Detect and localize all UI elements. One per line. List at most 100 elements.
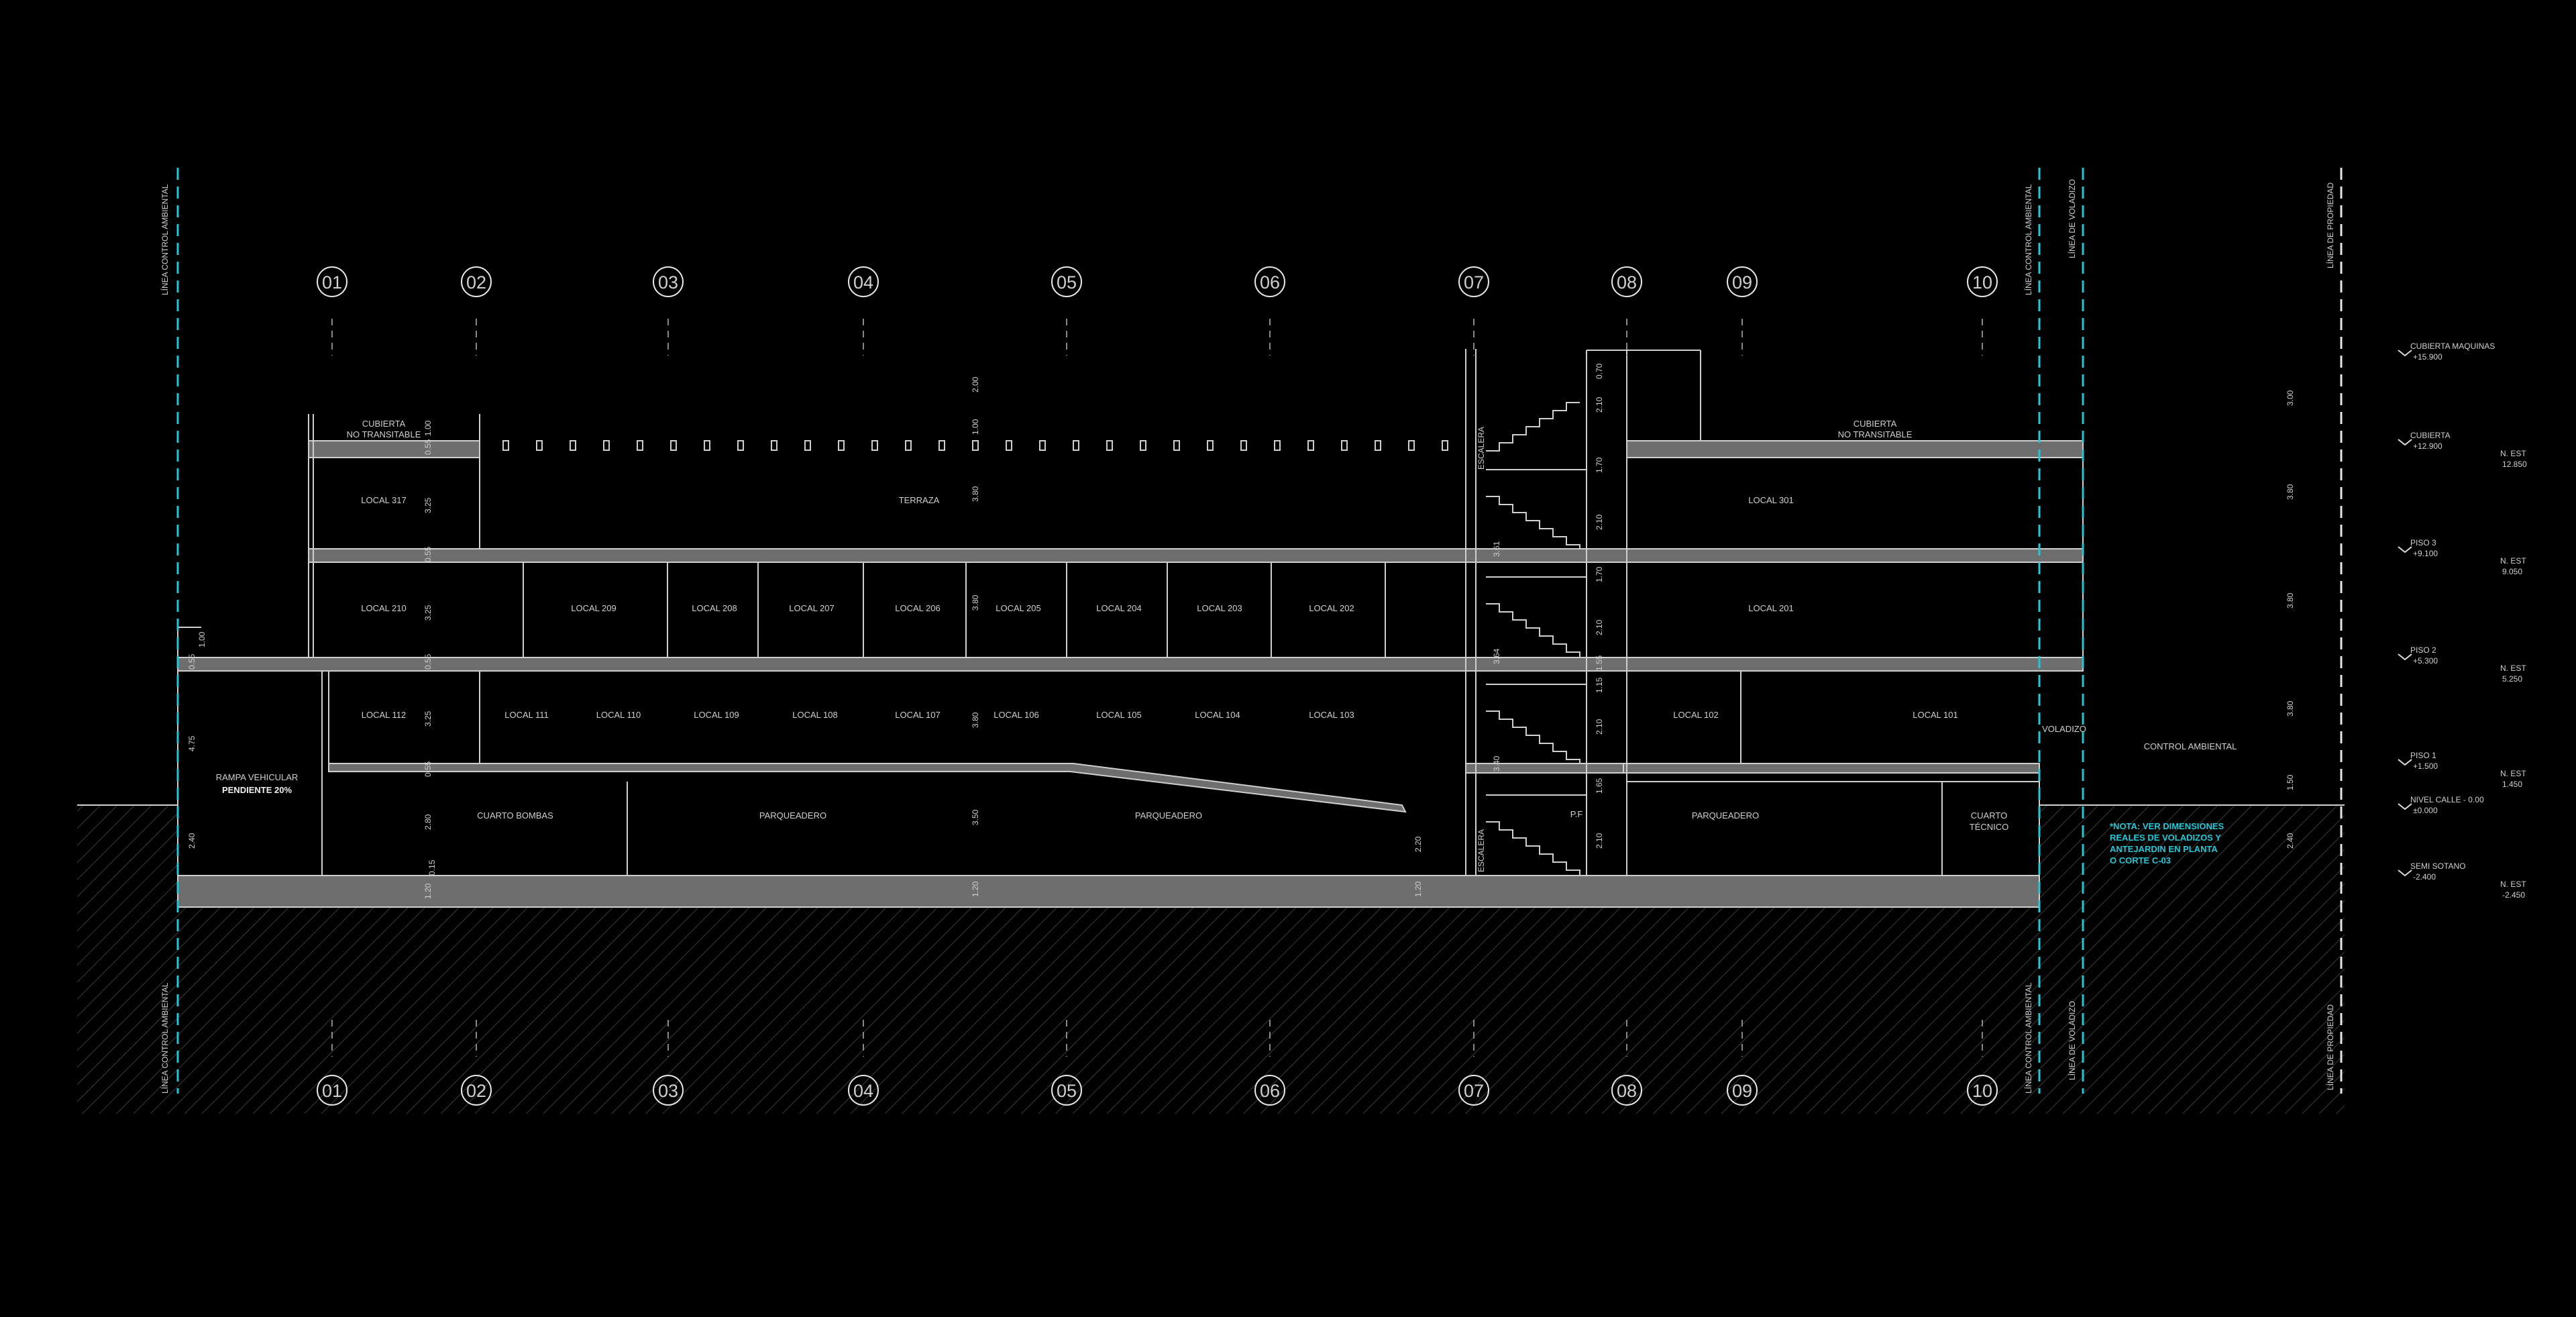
dim-label: 0.55 [423,546,433,562]
dim-label: 1.00 [197,631,207,647]
parapet-posts [502,440,1448,451]
dim-label: 3.80 [2286,484,2295,500]
dim-label: 0.55 [423,653,433,670]
room-cubierta-right-2: NO TRANSITABLE [1838,429,1913,439]
level-nest-value: 1.450 [2502,780,2522,789]
note-line-1: *NOTA: VER DIMENSIONES [2110,821,2224,831]
room-local-205: LOCAL 205 [996,603,1040,613]
axis-label-04-bottom: 04 [853,1081,873,1101]
level-elevation: +15.900 [2413,352,2443,362]
dim-label: 2.10 [1595,514,1604,530]
dim-label: 3.25 [423,604,433,621]
label-control-ambiental-bottom-left: LÍNEA CONTROL AMBIENTAL [160,982,170,1094]
axis-label-10-bottom: 10 [1972,1081,1992,1101]
building-structure [177,349,2084,908]
level-nest-value: -2.450 [2502,890,2525,900]
axis-bubble-06-bottom [1254,1075,1285,1106]
room-terraza: TERRAZA [899,495,940,505]
level-marker-symbol [2398,546,2412,554]
room-local-105: LOCAL 105 [1096,710,1141,720]
axis-bubble-01-bottom [317,1075,347,1106]
level-name: PISO 1 [2410,751,2436,760]
room-cubierta-left-1: CUBIERTA [362,419,406,429]
dim-label: 1.20 [971,881,980,897]
axis-label-03-bottom: 03 [658,1081,678,1101]
cyan-reference-lines [176,168,2084,1094]
axis-label-09-bottom: 09 [1732,1081,1752,1101]
dim-label: 2.10 [1595,833,1604,849]
room-voladizo: VOLADIZO [2042,724,2086,734]
room-local-110: LOCAL 110 [596,710,641,720]
level-elevation: +5.300 [2413,656,2438,666]
level-nest-label: N. EST [2500,880,2526,889]
dim-label: 1.00 [971,419,980,435]
dim-label: 3.50 [971,809,980,825]
dim-label: 2.00 [971,376,980,392]
room-cuarto-tecnico-1: CUARTO [1971,810,2007,821]
dim-label: 2.40 [2286,833,2295,849]
level-markers: CUBIERTA MAQUINAS+15.900CUBIERTA+12.900N… [2398,341,2527,900]
axis-label-02-bottom: 02 [466,1081,486,1101]
room-labels: CUBIERTA NO TRANSITABLE CUBIERTA NO TRAN… [216,419,2237,832]
dim-label: 0.70 [1595,363,1604,379]
axis-label-04-top: 04 [853,272,873,293]
room-local-109: LOCAL 109 [694,710,739,720]
level-marker-symbol [2398,439,2412,446]
room-parqueadero-1: PARQUEADERO [759,810,826,821]
level-nest-value: 9.050 [2502,567,2522,576]
axis-label-06-bottom: 06 [1260,1081,1280,1101]
axis-bubble-10-top [1967,266,1998,297]
room-local-112: LOCAL 112 [362,710,407,720]
level-nest-label: N. EST [2500,556,2526,566]
dim-label: 3.64 [1492,648,1501,664]
dim-label: 3.80 [2286,592,2295,609]
axis-bubble-03-bottom [653,1075,684,1106]
level-name: PISO 3 [2410,538,2436,547]
room-cuarto-bombas: CUARTO BOMBAS [477,810,553,821]
level-nest-value: 5.250 [2502,674,2522,684]
room-local-207: LOCAL 207 [789,603,834,613]
label-voladizo-top: LÍNEA DE VOLADIZO [2067,179,2077,258]
axis-bubble-08-top [1611,266,1642,297]
dim-label: 1.20 [1413,881,1423,897]
room-cubierta-right-1: CUBIERTA [1854,419,1897,429]
room-local-210: LOCAL 210 [361,603,406,613]
dim-label: 3.80 [2286,700,2295,717]
room-rampa-2: PENDIENTE 20% [222,785,292,795]
room-local-107: LOCAL 107 [895,710,940,720]
room-local-202: LOCAL 202 [1309,603,1354,613]
room-local-111: LOCAL 111 [504,710,549,720]
room-local-103: LOCAL 103 [1309,710,1354,720]
dim-label: 0.55 [423,761,433,777]
axis-label-03-top: 03 [658,272,678,293]
room-local-204: LOCAL 204 [1096,603,1141,613]
level-marker-symbol [2398,653,2412,661]
room-local-102: LOCAL 102 [1673,710,1718,720]
room-parqueadero-2: PARQUEADERO [1135,810,1202,821]
note-line-2: REALES DE VOLADIZOS Y [2110,833,2221,843]
level-marker-symbol [2398,350,2412,357]
axis-label-02-top: 02 [466,272,486,293]
dim-label: 1.70 [1595,566,1604,582]
level-elevation: +1.500 [2413,761,2438,771]
room-control-ambiental: CONTROL AMBIENTAL [2144,741,2237,751]
dim-label: 3.80 [971,594,980,611]
dim-label: 1.00 [423,420,433,436]
level-nest-label: N. EST [2500,664,2526,673]
dim-label: 0.15 [427,859,437,876]
room-local-104: LOCAL 104 [1195,710,1240,720]
dim-label: 3.25 [423,497,433,513]
room-local-209: LOCAL 209 [571,603,616,613]
note-line-3: ANTEJARDIN EN PLANTA [2110,844,2218,854]
dim-label: 3.25 [423,710,433,727]
level-name: CUBIERTA [2410,431,2451,440]
axis-bubble-09-top [1727,266,1758,297]
axis-label-07-bottom: 07 [1464,1081,1484,1101]
level-name: PISO 2 [2410,645,2436,655]
label-control-ambiental-top-right: LÍNEA CONTROL AMBIENTAL [2023,184,2033,295]
dim-label: 2.10 [1595,397,1604,413]
note-block: *NOTA: VER DIMENSIONES REALES DE VOLADIZ… [2110,821,2224,865]
room-local-317: LOCAL 317 [361,495,406,505]
axis-bubble-04-top [848,266,879,297]
